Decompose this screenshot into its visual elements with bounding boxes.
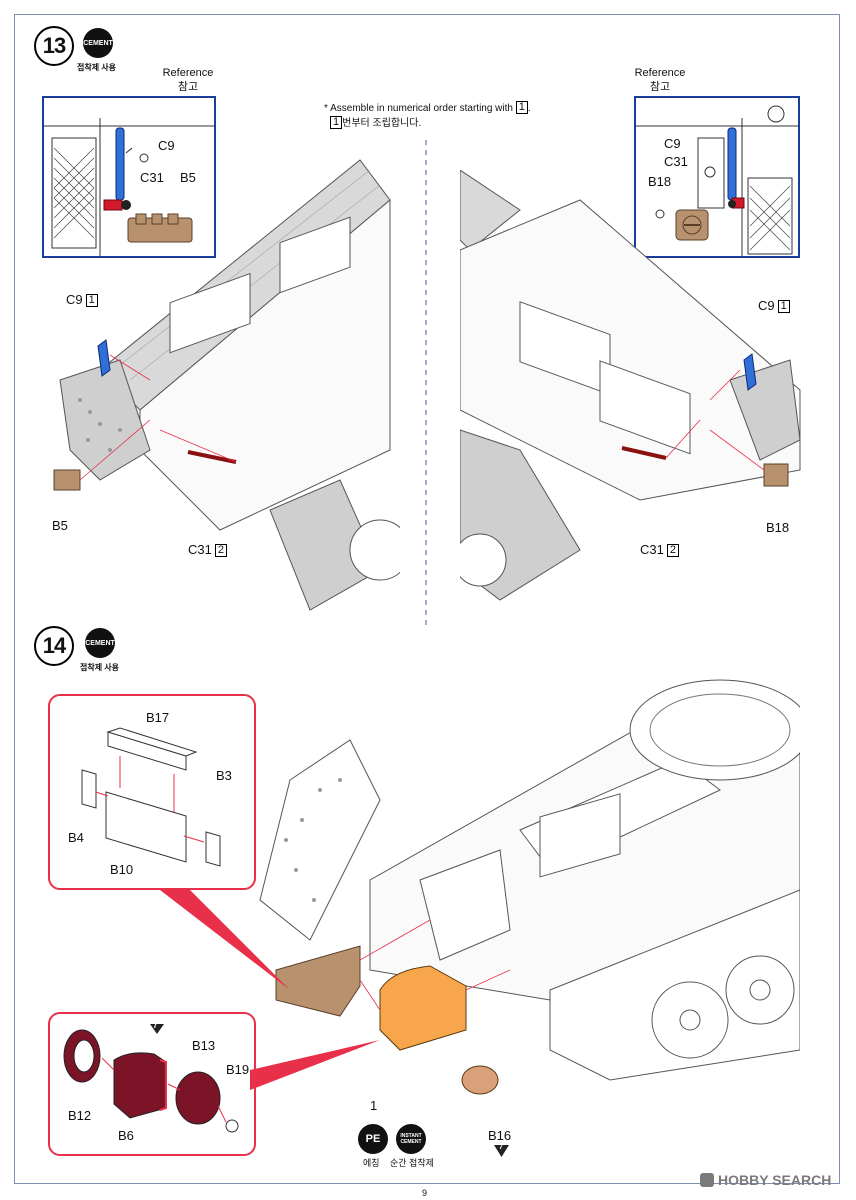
left-reference-drawing <box>44 118 214 256</box>
ref-label-b18: B18 <box>648 174 672 189</box>
reference-title: Reference <box>634 67 686 79</box>
instant-cement-badge: INSTANT CEMENT <box>396 1124 426 1154</box>
step13-right-vehicle-drawing <box>460 170 801 601</box>
instant-badge-line1: INSTANT <box>400 1133 422 1139</box>
step13-divider <box>425 140 427 626</box>
label-b17: B17 <box>146 710 170 725</box>
cement-icon: CEMENT <box>85 628 115 658</box>
right-reference-drawing <box>636 105 798 256</box>
part-c31-label: C31 <box>640 542 664 557</box>
watermark: HOBBY SEARCH <box>700 1172 831 1190</box>
part-c9-label: C9 <box>66 292 83 307</box>
reference-title-ko: 참고 <box>649 81 671 93</box>
note-step-number: 1 <box>515 101 528 114</box>
part-c9-label: C9 <box>758 298 775 313</box>
reference-title: Reference <box>162 67 214 79</box>
step-13-number: 13 <box>34 26 74 66</box>
page-frame <box>14 14 840 1184</box>
pe-badge: PE <box>358 1124 388 1154</box>
part-b18-right: B18 <box>766 520 790 535</box>
instant-cement-label: 순간 접착제 <box>390 1158 434 1168</box>
b16-marker-icon <box>494 1145 509 1157</box>
label-b6: B6 <box>118 1128 134 1143</box>
label-b12: B12 <box>68 1108 92 1123</box>
left-reference-caption: Reference 참고 <box>150 66 226 94</box>
step-14-number: 14 <box>34 626 74 666</box>
part-c31-step: 2 <box>214 544 227 557</box>
watermark-text: HOBBY SEARCH <box>718 1172 832 1188</box>
right-reference-box: C9 C31 B18 <box>634 96 800 258</box>
cement-icon: CEMENT <box>83 28 113 58</box>
note-period: . <box>527 103 531 114</box>
right-reference-caption: Reference 참고 <box>630 66 690 94</box>
part-b5-left: B5 <box>52 518 68 533</box>
part-c31-step: 2 <box>666 544 679 557</box>
marker-7: 7 <box>153 1021 158 1030</box>
label-b10: B10 <box>110 862 134 877</box>
part-b16-label: B16 <box>488 1128 512 1143</box>
note-step-number-ko: 1 <box>330 116 343 129</box>
reference-title-ko: 참고 <box>177 81 199 93</box>
detail-pointer-lower <box>250 1040 380 1090</box>
label-b19: B19 <box>226 1062 250 1077</box>
watermark-logo-icon <box>700 1173 714 1187</box>
assembly-note-ko: 번부터 조립합니다. <box>342 118 422 129</box>
b16-marker-number: 7 <box>499 1144 503 1151</box>
part-c9-step: 1 <box>777 300 790 313</box>
muffler-body-detail-drawing <box>63 1024 239 1133</box>
assembly-note: * Assemble in numerical order starting w… <box>324 101 531 131</box>
detail-box-muffler-body: B13 B19 B12 B6 7 <box>48 1012 256 1156</box>
ref-label-b5: B5 <box>180 170 196 185</box>
detail-box-muffler-cover: B17 B3 B4 B10 <box>48 694 256 890</box>
left-reference-box: C9 C31 B5 <box>42 96 216 258</box>
label-b4: B4 <box>68 830 84 845</box>
page-number: 9 <box>422 1188 428 1198</box>
part-c31-label: C31 <box>188 542 212 557</box>
part-1-label: 1 <box>370 1098 378 1113</box>
ref-label-c31: C31 <box>140 170 164 185</box>
step13-left-vehicle-drawing <box>53 159 400 611</box>
step14-vehicle-drawing <box>259 679 800 1095</box>
muffler-cover-detail-drawing <box>81 727 221 867</box>
instant-badge-line2: CEMENT <box>400 1139 422 1145</box>
pe-label: 에칭 <box>363 1158 380 1168</box>
cement-label: 접착제 사용 <box>80 663 120 672</box>
ref-label-c9: C9 <box>664 136 681 151</box>
assembly-note-en: * Assemble in numerical order starting w… <box>324 103 516 114</box>
part-c9-step: 1 <box>85 294 98 307</box>
label-b13: B13 <box>192 1038 216 1053</box>
cement-label: 접착제 사용 <box>77 63 117 72</box>
label-b3: B3 <box>216 768 232 783</box>
detail-pointer-upper <box>160 890 290 990</box>
ref-label-c9: C9 <box>158 138 175 153</box>
ref-label-c31: C31 <box>664 154 688 169</box>
